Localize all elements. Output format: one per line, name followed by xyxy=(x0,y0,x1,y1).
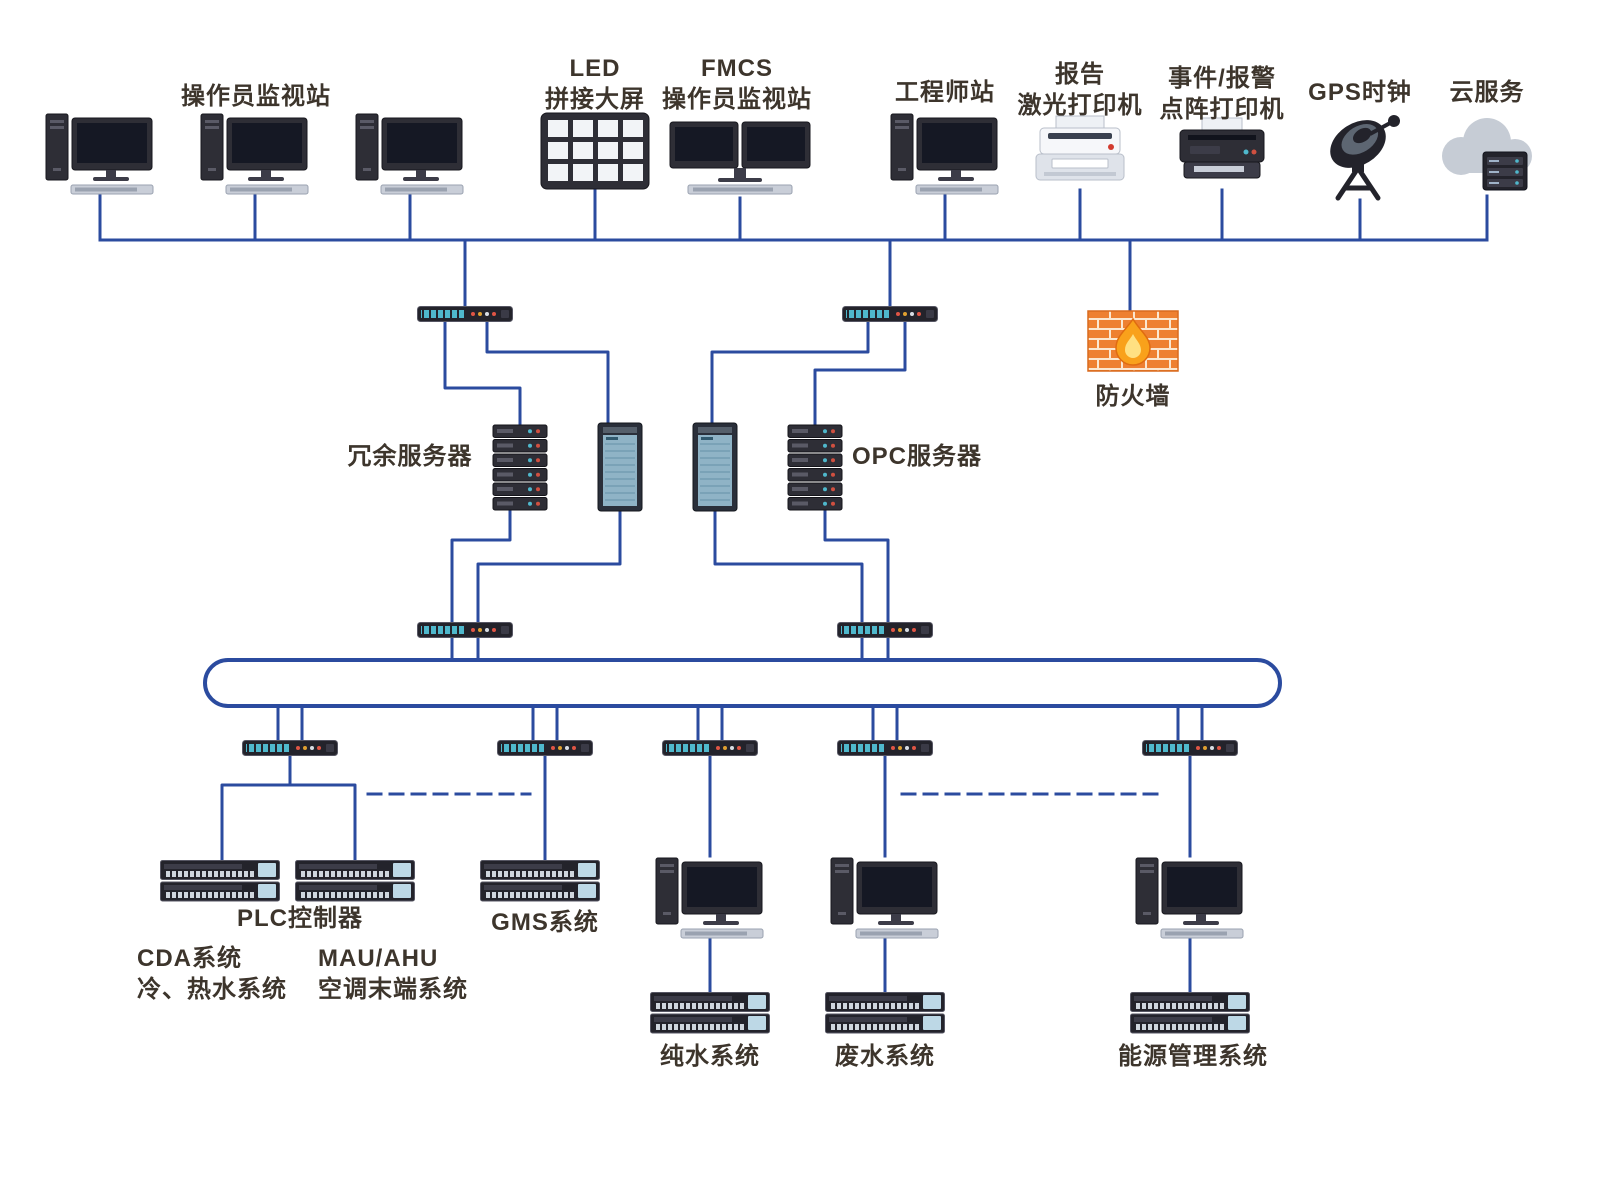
alarm-dot-matrix-printer xyxy=(1176,116,1268,190)
label-operator-station: 操作员监视站 xyxy=(181,83,331,110)
pure-water-workstation xyxy=(655,856,765,940)
fmcs-operator-workstation xyxy=(668,118,812,198)
plc-rack-icon xyxy=(1130,992,1250,1034)
workstation-icon xyxy=(355,112,465,196)
dual-monitor-workstation-icon xyxy=(668,118,812,198)
operator-workstation-3 xyxy=(355,112,465,196)
server-cabinet-1 xyxy=(597,422,643,512)
workstation-icon xyxy=(655,856,765,940)
workstation-icon xyxy=(830,856,940,940)
field-switch-plc xyxy=(242,740,338,756)
plc-rack-icon xyxy=(160,860,280,902)
opc-server-stack xyxy=(787,424,843,512)
label-firewall: 防火墙 xyxy=(1095,383,1171,410)
led-wall-icon xyxy=(540,112,650,190)
report-laser-printer xyxy=(1032,114,1128,190)
label-pure-water-system: 纯水系统 xyxy=(660,1043,760,1070)
workstation-icon xyxy=(200,112,310,196)
waste-water-io-rack xyxy=(825,992,945,1034)
label-waste-water-system: 废水系统 xyxy=(835,1043,935,1070)
operator-workstation-2 xyxy=(200,112,310,196)
plc-rack-icon xyxy=(825,992,945,1034)
operator-workstation-1 xyxy=(45,112,155,196)
server-stack-icon xyxy=(492,424,548,512)
plc-rack-icon xyxy=(650,992,770,1034)
network-switch-icon xyxy=(842,306,938,322)
label-gms-system: GMS系统 xyxy=(491,909,599,936)
plc-rack-cda xyxy=(160,860,280,902)
laser-printer-icon xyxy=(1032,114,1128,190)
field-switch-waste-water xyxy=(837,740,933,756)
network-switch-icon xyxy=(662,740,758,756)
field-switch-pure-water xyxy=(662,740,758,756)
label-gps-clock: GPS时钟 xyxy=(1308,79,1412,106)
plc-rack-icon xyxy=(480,860,600,902)
label-dot-matrix-printer: 事件/报警 点阵打印机 xyxy=(1159,65,1285,123)
energy-workstation xyxy=(1135,856,1245,940)
label-laser-printer: 报告 激光打印机 xyxy=(1017,61,1143,119)
distribution-switch-1 xyxy=(417,622,513,638)
label-led-wall: LED 拼接大屏 xyxy=(545,55,645,113)
label-engineer-station: 工程师站 xyxy=(895,79,995,106)
cloud-service xyxy=(1431,116,1543,196)
workstation-icon xyxy=(45,112,155,196)
redundant-server-stack-1 xyxy=(492,424,548,512)
cloud-server-icon xyxy=(1431,116,1543,196)
network-switch-icon xyxy=(417,622,513,638)
network-switch-icon xyxy=(837,622,933,638)
gms-rack xyxy=(480,860,600,902)
server-stack-icon xyxy=(787,424,843,512)
distribution-switch-2 xyxy=(837,622,933,638)
workstation-icon xyxy=(1135,856,1245,940)
label-cloud-service: 云服务 xyxy=(1449,79,1525,106)
network-switch-icon xyxy=(1142,740,1238,756)
label-cda-system: CDA系统 冷、热水系统 xyxy=(137,945,287,1003)
workstation-icon xyxy=(890,112,1000,196)
network-switch-icon xyxy=(417,306,513,322)
plc-rack-icon xyxy=(295,860,415,902)
field-switch-energy xyxy=(1142,740,1238,756)
field-switch-gms xyxy=(497,740,593,756)
label-mau-ahu-system: MAU/AHU 空调末端系统 xyxy=(318,945,468,1003)
label-energy-management-system: 能源管理系统 xyxy=(1118,1043,1268,1070)
waste-water-workstation xyxy=(830,856,940,940)
plc-rack-mau-ahu xyxy=(295,860,415,902)
energy-io-rack xyxy=(1130,992,1250,1034)
network-switch-icon xyxy=(497,740,593,756)
label-redundant-server: 冗余服务器 xyxy=(347,443,473,470)
firewall-icon xyxy=(1087,310,1179,372)
led-video-wall xyxy=(540,112,650,190)
gps-antenna-icon xyxy=(1312,110,1408,202)
core-switch-1 xyxy=(417,306,513,322)
engineer-workstation xyxy=(890,112,1000,196)
gps-clock xyxy=(1312,110,1408,202)
label-fmcs-station: FMCS 操作员监视站 xyxy=(662,55,812,113)
server-cabinet-icon xyxy=(597,422,643,512)
server-cabinet-icon xyxy=(692,422,738,512)
network-switch-icon xyxy=(837,740,933,756)
label-opc-server: OPC服务器 xyxy=(851,443,983,470)
firewall xyxy=(1087,310,1179,372)
server-cabinet-2 xyxy=(692,422,738,512)
network-switch-icon xyxy=(242,740,338,756)
core-switch-2 xyxy=(842,306,938,322)
dot-matrix-printer-icon xyxy=(1176,116,1268,190)
label-plc-controller: PLC控制器 xyxy=(237,905,363,932)
pure-water-io-rack xyxy=(650,992,770,1034)
